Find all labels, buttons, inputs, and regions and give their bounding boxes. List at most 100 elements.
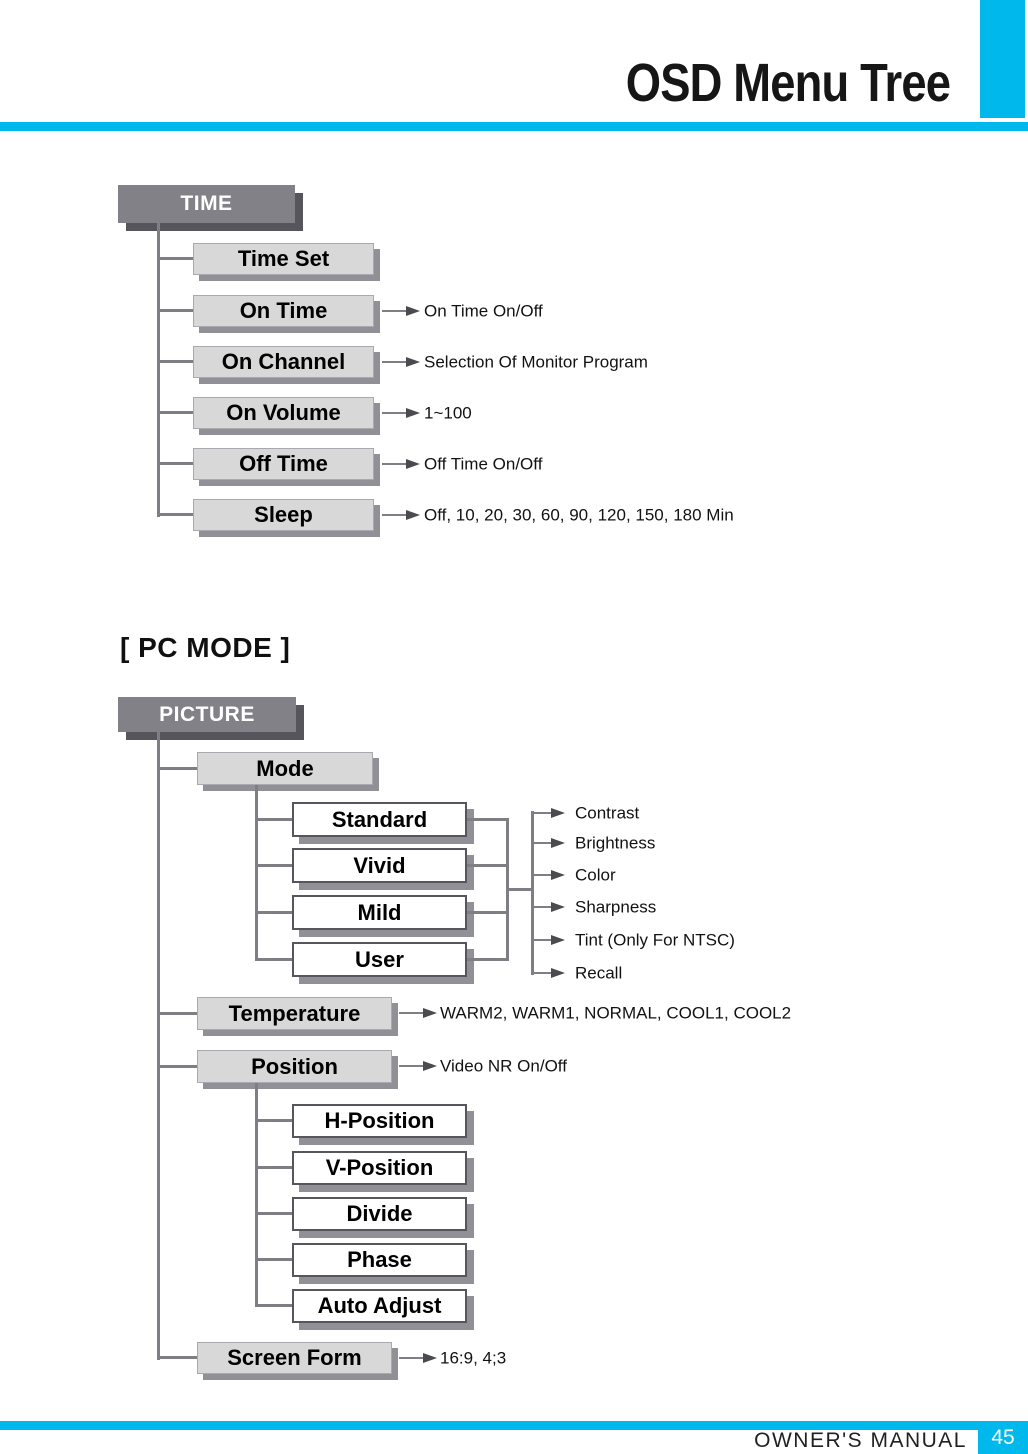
time-branch-line bbox=[157, 309, 195, 312]
mode-child-label: Standard bbox=[331, 806, 428, 832]
footer-accent-bar bbox=[0, 1421, 1028, 1430]
time-root-box: TIME bbox=[118, 185, 295, 223]
position-branch-line bbox=[255, 1258, 292, 1261]
mode-branch-line bbox=[255, 958, 292, 961]
annotation-recall: Recall bbox=[575, 963, 623, 983]
picture-branch-line bbox=[157, 1065, 199, 1068]
right-arrow-icon bbox=[382, 407, 422, 419]
mode-branch-line bbox=[255, 911, 292, 914]
time-item-off-time: Off Time bbox=[193, 448, 374, 480]
picture-item-mode: Mode bbox=[197, 752, 373, 785]
right-arrow-icon bbox=[382, 458, 422, 470]
time-branch-line bbox=[157, 257, 195, 260]
time-item-label: On Channel bbox=[221, 349, 346, 374]
time-branch-line bbox=[157, 411, 195, 414]
picture-tree-trunk-line bbox=[157, 732, 160, 1360]
position-branch-line bbox=[255, 1166, 292, 1169]
picture-item-temperature: Temperature bbox=[197, 997, 392, 1030]
mode-child-mild: Mild bbox=[292, 895, 467, 930]
mode-child-label: Vivid bbox=[353, 852, 406, 878]
time-item-label: Time Set bbox=[237, 246, 330, 271]
time-item-time-set: Time Set bbox=[193, 243, 374, 275]
picture-item-position: Position bbox=[197, 1050, 392, 1083]
right-arrow-icon bbox=[531, 807, 567, 819]
right-arrow-icon bbox=[531, 837, 567, 849]
mode-join-line bbox=[467, 958, 509, 961]
annotation-color: Color bbox=[575, 865, 616, 885]
position-subtree-line bbox=[255, 1083, 258, 1307]
annotation-screen-form: 16:9, 4;3 bbox=[440, 1348, 507, 1368]
picture-item-label: Mode bbox=[256, 755, 314, 781]
header-accent-bar bbox=[0, 122, 1028, 131]
footer-page-number: 45 bbox=[991, 1425, 1015, 1449]
annotation-position: Video NR On/Off bbox=[440, 1056, 567, 1076]
time-item-on-volume: On Volume bbox=[193, 397, 374, 429]
mode-fan-vline bbox=[531, 811, 534, 975]
right-arrow-icon bbox=[382, 356, 422, 368]
time-root-label: TIME bbox=[180, 192, 233, 215]
mode-child-standard: Standard bbox=[292, 802, 467, 837]
picture-root-box: PICTURE bbox=[118, 697, 296, 732]
annotation-temperature: WARM2, WARM1, NORMAL, COOL1, COOL2 bbox=[440, 1003, 792, 1023]
picture-item-label: Temperature bbox=[228, 1000, 361, 1026]
mode-subtree-line bbox=[255, 785, 258, 961]
time-item-label: Sleep bbox=[254, 502, 313, 527]
footer-manual-label: OWNER'S MANUAL bbox=[754, 1429, 967, 1452]
mode-child-user: User bbox=[292, 942, 467, 977]
right-arrow-icon bbox=[399, 1352, 439, 1364]
picture-root-label: PICTURE bbox=[159, 702, 255, 726]
position-child-label: V-Position bbox=[325, 1155, 434, 1180]
section-heading-pc-mode: [ PC MODE ] bbox=[120, 632, 291, 663]
annotation-sharpness: Sharpness bbox=[575, 897, 657, 917]
right-arrow-icon bbox=[399, 1007, 439, 1019]
time-item-sleep: Sleep bbox=[193, 499, 374, 531]
position-child-v-position: V-Position bbox=[292, 1151, 467, 1185]
annotation-on-channel: Selection Of Monitor Program bbox=[424, 352, 648, 372]
mode-join-line bbox=[467, 818, 509, 821]
position-child-label: H-Position bbox=[324, 1108, 435, 1133]
position-child-label: Divide bbox=[346, 1201, 413, 1226]
right-arrow-icon bbox=[399, 1060, 439, 1072]
annotation-sleep: Off, 10, 20, 30, 60, 90, 120, 150, 180 M… bbox=[424, 505, 734, 525]
picture-branch-line bbox=[157, 1012, 199, 1015]
mode-branch-line bbox=[255, 864, 292, 867]
time-item-on-time: On Time bbox=[193, 295, 374, 327]
picture-item-screen-form: Screen Form bbox=[197, 1342, 392, 1374]
time-item-label: On Volume bbox=[226, 400, 341, 425]
mode-join-connector bbox=[506, 888, 533, 891]
time-branch-line bbox=[157, 513, 195, 516]
picture-branch-line bbox=[157, 1356, 199, 1359]
annotation-on-volume: 1~100 bbox=[424, 403, 472, 423]
annotation-brightness: Brightness bbox=[575, 833, 656, 853]
time-item-label: On Time bbox=[239, 298, 328, 323]
mode-child-label: Mild bbox=[357, 899, 402, 925]
right-arrow-icon bbox=[382, 305, 422, 317]
time-tree-trunk-line bbox=[157, 223, 160, 517]
position-child-label: Phase bbox=[347, 1247, 412, 1272]
right-arrow-icon bbox=[531, 934, 567, 946]
annotation-contrast: Contrast bbox=[575, 803, 640, 823]
annotation-on-time: On Time On/Off bbox=[424, 301, 543, 321]
mode-join-line bbox=[467, 864, 509, 867]
position-branch-line bbox=[255, 1212, 292, 1215]
position-child-label: Auto Adjust bbox=[317, 1293, 442, 1318]
position-child-phase: Phase bbox=[292, 1243, 467, 1277]
mode-child-label: User bbox=[355, 946, 404, 972]
right-arrow-icon bbox=[531, 869, 567, 881]
time-branch-line bbox=[157, 360, 195, 363]
picture-branch-line bbox=[157, 767, 199, 770]
mode-join-line bbox=[467, 911, 509, 914]
picture-item-label: Position bbox=[251, 1053, 338, 1079]
time-item-on-channel: On Channel bbox=[193, 346, 374, 378]
footer-page-number-box: 45 bbox=[978, 1421, 1028, 1454]
annotation-tint: Tint (Only For NTSC) bbox=[575, 930, 735, 950]
picture-item-label: Screen Form bbox=[227, 1345, 362, 1370]
annotation-off-time: Off Time On/Off bbox=[424, 454, 543, 474]
mode-branch-line bbox=[255, 818, 292, 821]
page-title: OSD Menu Tree bbox=[625, 53, 951, 113]
header-accent-block bbox=[980, 0, 1025, 118]
right-arrow-icon bbox=[382, 509, 422, 521]
time-branch-line bbox=[157, 462, 195, 465]
position-child-h-position: H-Position bbox=[292, 1104, 467, 1138]
